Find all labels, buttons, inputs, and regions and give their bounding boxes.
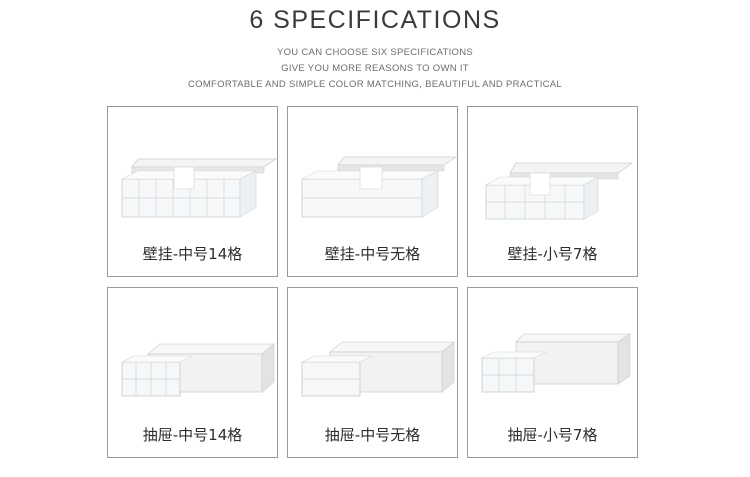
- product-label: 壁挂-中号无格: [324, 245, 421, 263]
- product-card-wall-medium-nogrid[interactable]: 壁挂-中号无格: [287, 106, 458, 277]
- wall-mounted-drawer-no-grid-image: [301, 156, 457, 218]
- subtitle-line-1: YOU CAN CHOOSE SIX SPECIFICATIONS: [276, 47, 474, 58]
- product-card-wall-small-7[interactable]: 壁挂-小号7格: [467, 106, 638, 277]
- product-card-wall-medium-14[interactable]: 壁挂-中号14格: [107, 106, 278, 277]
- product-card-drawer-small-7[interactable]: 抽屉-小号7格: [467, 287, 638, 458]
- drawer-box-7-grid-image: [481, 333, 632, 393]
- product-label: 壁挂-小号7格: [507, 245, 598, 263]
- product-card-drawer-medium-14[interactable]: 抽屉-中号14格: [107, 287, 278, 458]
- product-label: 抽屉-中号14格: [142, 426, 243, 444]
- drawer-box-no-grid-image: [301, 341, 456, 397]
- wall-mounted-drawer-7-grid-image: [484, 162, 634, 220]
- product-label: 抽屉-小号7格: [507, 426, 598, 444]
- product-label: 壁挂-中号14格: [142, 245, 243, 263]
- product-card-drawer-medium-nogrid[interactable]: 抽屉-中号无格: [287, 287, 458, 458]
- drawer-box-14-grid-image: [121, 343, 276, 397]
- wall-mounted-drawer-14-grid-image: [121, 158, 277, 218]
- product-label: 抽屉-中号无格: [324, 426, 421, 444]
- subtitle-line-3: COMFORTABLE AND SIMPLE COLOR MATCHING, B…: [187, 79, 563, 90]
- page-title: 6 SPECIFICATIONS: [249, 6, 501, 34]
- subtitle-line-2: GIVE YOU MORE REASONS TO OWN IT: [281, 63, 469, 74]
